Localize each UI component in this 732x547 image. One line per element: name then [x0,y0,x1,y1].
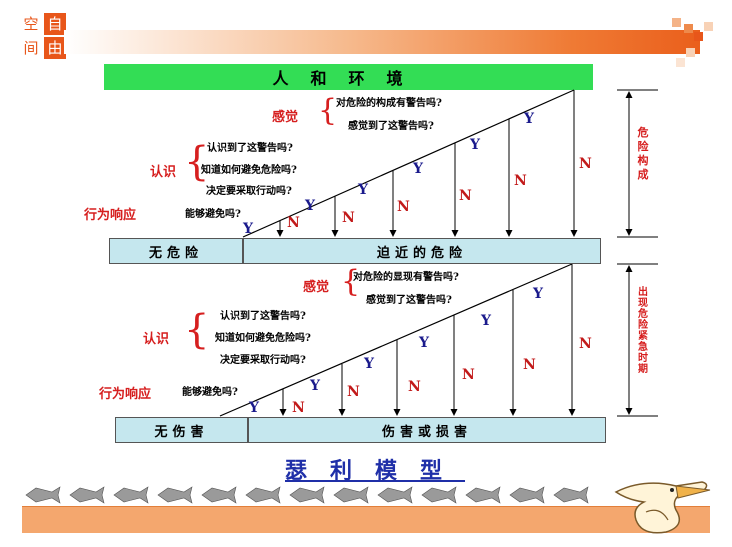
upper-yes-1: Y [524,111,534,127]
upper-no-4: N [397,199,410,215]
decor-square [672,18,681,27]
lower-action-label: 行为响应 [99,387,152,402]
upper-cognition-q2: 知道如何避免危险吗? [201,165,297,176]
lower-perception-brace: { [341,264,361,299]
lower-no-6: N [292,400,305,416]
lower-band-right: 伤害或损害 [248,417,606,443]
lower-no-5: N [347,384,360,400]
upper-band-left: 无危险 [109,238,243,264]
lower-perception-q1: 对危险的显现有警告吗? [353,272,459,283]
fish-row-decoration [25,486,589,504]
upper-cognition-q1: 认识到了这警告吗? [207,143,293,154]
lower-no-4: N [408,379,421,395]
decor-square [676,58,685,67]
lower-cognition-brace: { [184,307,210,353]
upper-no-3: N [459,188,472,204]
footer-bar [22,506,710,533]
upper-band-right: 迫近的危险 [243,238,601,264]
pelican-mascot-icon [614,481,711,534]
diagram-title: 瑟利模型 [285,458,466,484]
header-band: 人和环境 [104,64,593,90]
upper-yes-3: Y [413,161,423,177]
upper-perception-q1: 对危险的构成有警告吗? [336,98,442,109]
lower-no-3: N [462,367,475,383]
upper-yes-5: Y [305,198,315,214]
lower-perception-label: 感觉 [303,280,330,295]
lower-yes-1: Y [533,286,543,302]
logo-char-2: 自 [44,13,66,35]
decor-square [694,32,703,41]
lower-side-label: 出现危险紧急时期 [638,287,648,375]
upper-action-label: 行为响应 [84,208,137,223]
lower-cognition-q1: 认识到了这警告吗? [220,311,306,322]
lower-yes-5: Y [310,378,320,394]
upper-yes-4: Y [358,182,368,198]
upper-perception-brace: { [318,93,338,128]
lower-no-2: N [523,357,536,373]
lower-no-1: N [579,336,592,352]
upper-no-6: N [287,215,300,231]
upper-perception-q2: 感觉到了这警告吗? [348,121,434,132]
logo-char-3: 间 [20,37,42,59]
decor-square [684,24,693,33]
logo-char-1: 空 [20,13,42,35]
upper-yes-2: Y [470,137,480,153]
lower-cognition-label: 认识 [143,332,170,347]
top-decor-bar [64,30,700,54]
lower-cognition-q2: 知道如何避免危险吗? [215,333,311,344]
lower-yes-2: Y [481,313,491,329]
upper-yes-6: Y [243,221,253,237]
upper-perception-label: 感觉 [272,110,299,125]
lower-cognition-q3: 决定要采取行动吗? [220,355,306,366]
upper-cognition-label: 认识 [150,165,177,180]
upper-action-q: 能够避免吗? [185,209,241,220]
lower-yes-3: Y [419,335,429,351]
upper-side-label: 危险构成 [637,126,649,181]
upper-no-5: N [342,210,355,226]
upper-cognition-brace: { [184,139,210,185]
lower-yes-6: Y [249,400,259,416]
lower-perception-q2: 感觉到了这警告吗? [366,295,452,306]
decor-square [704,22,713,31]
decor-square [686,48,695,57]
lower-yes-4: Y [364,356,374,372]
logo-char-4: 由 [44,37,66,59]
upper-cognition-q3: 决定要采取行动吗? [206,186,292,197]
logo: 空 自 间 由 [20,13,66,59]
lower-band-left: 无伤害 [115,417,248,443]
lower-action-q: 能够避免吗? [182,387,238,398]
upper-no-1: N [579,156,592,172]
upper-no-2: N [514,173,527,189]
